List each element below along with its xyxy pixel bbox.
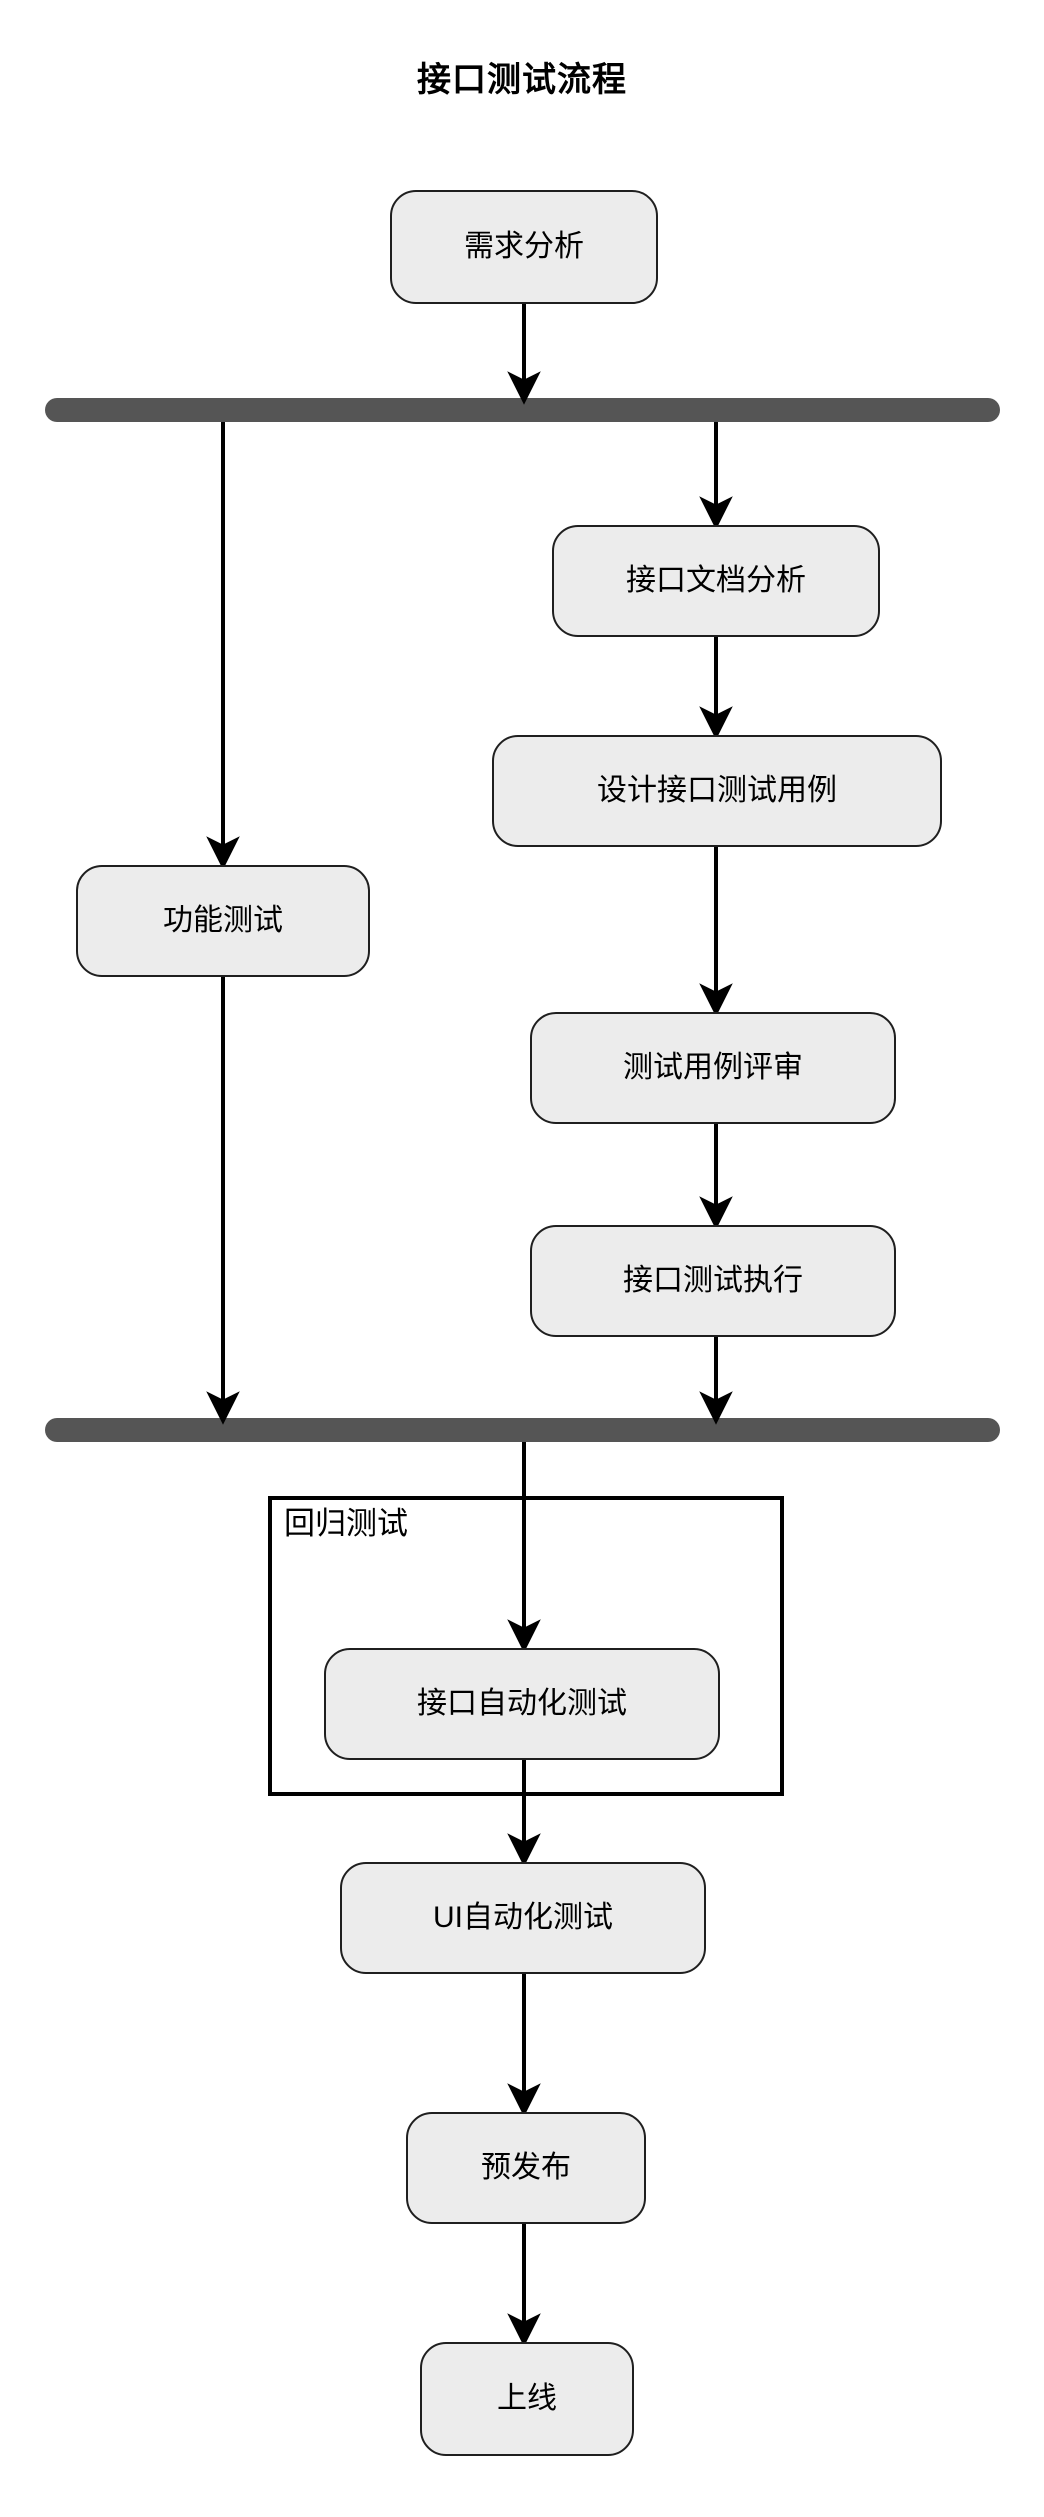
node-label: UI自动化测试 <box>433 1901 613 1934</box>
node-api-doc-analysis[interactable]: 接口文档分析 <box>552 525 880 637</box>
node-go-live[interactable]: 上线 <box>420 2342 634 2456</box>
node-label: 预发布 <box>481 2151 571 2184</box>
fork-bar-1 <box>45 398 1000 422</box>
node-functional-test[interactable]: 功能测试 <box>76 865 370 977</box>
node-api-test-execute[interactable]: 接口测试执行 <box>530 1225 896 1337</box>
join-bar-2 <box>45 1418 1000 1442</box>
node-label: 上线 <box>497 2382 557 2415</box>
page-title: 接口测试流程 <box>417 61 627 99</box>
node-api-automation-test[interactable]: 接口自动化测试 <box>324 1648 720 1760</box>
node-label: 设计接口测试用例 <box>597 774 837 807</box>
subgraph-label-regression-test: 回归测试 <box>278 1506 412 1543</box>
node-ui-automation-test[interactable]: UI自动化测试 <box>340 1862 706 1974</box>
node-design-api-cases[interactable]: 设计接口测试用例 <box>492 735 942 847</box>
subgraph-regression-test <box>268 1496 784 1796</box>
node-label: 测试用例评审 <box>623 1051 803 1084</box>
node-label: 接口自动化测试 <box>417 1687 627 1720</box>
node-case-review[interactable]: 测试用例评审 <box>530 1012 896 1124</box>
node-label: 功能测试 <box>163 904 283 937</box>
node-label: 接口测试执行 <box>623 1264 803 1297</box>
node-label: 接口文档分析 <box>626 564 806 597</box>
node-requirement-analysis[interactable]: 需求分析 <box>390 190 658 304</box>
node-pre-release[interactable]: 预发布 <box>406 2112 646 2224</box>
node-label: 需求分析 <box>464 230 584 263</box>
